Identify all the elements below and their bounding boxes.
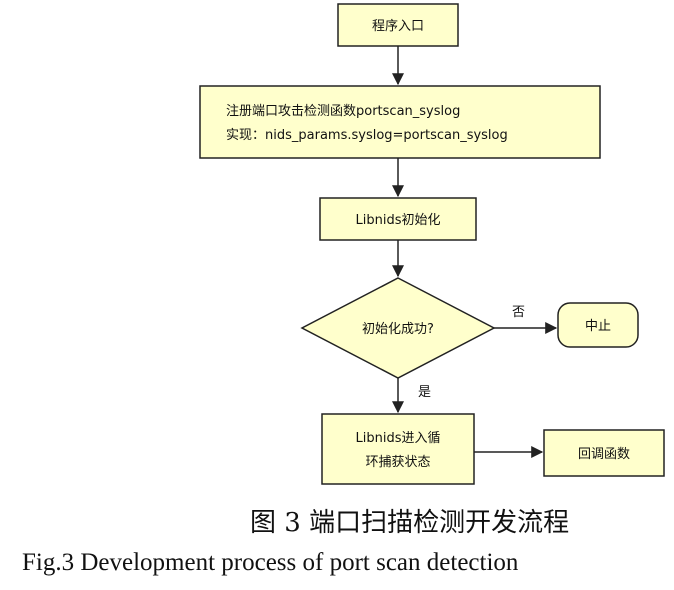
- figure-caption-chinese: 图 3 端口扫描检测开发流程: [250, 508, 569, 538]
- callback-node: [543, 429, 665, 477]
- loop-node: [321, 413, 475, 485]
- edge-label-yes: 是: [418, 385, 431, 400]
- entry-node: [337, 3, 459, 47]
- loop-node-label-line1: Libnids进入循: [356, 431, 441, 446]
- entry-node-label: 程序入口: [372, 19, 424, 34]
- decision-node-label: 初始化成功?: [362, 322, 434, 337]
- figure-caption-english: Fig.3 Development process of port scan d…: [22, 549, 519, 576]
- loop-node-label-line2: 环捕获状态: [365, 454, 430, 470]
- edge-label-no: 否: [512, 305, 525, 320]
- register-node-label-line2: 实现：nids_params.syslog=portscan_syslog: [226, 128, 508, 143]
- register-node: [199, 85, 601, 159]
- init-node: [319, 197, 477, 241]
- register-node-label-line1: 注册端口攻击检测函数portscan_syslog: [226, 104, 460, 119]
- init-node-label: Libnids初始化: [356, 213, 441, 228]
- stop-node-label: 中止: [585, 319, 611, 334]
- callback-node-label: 回调函数: [578, 447, 630, 462]
- stop-node: [557, 302, 639, 348]
